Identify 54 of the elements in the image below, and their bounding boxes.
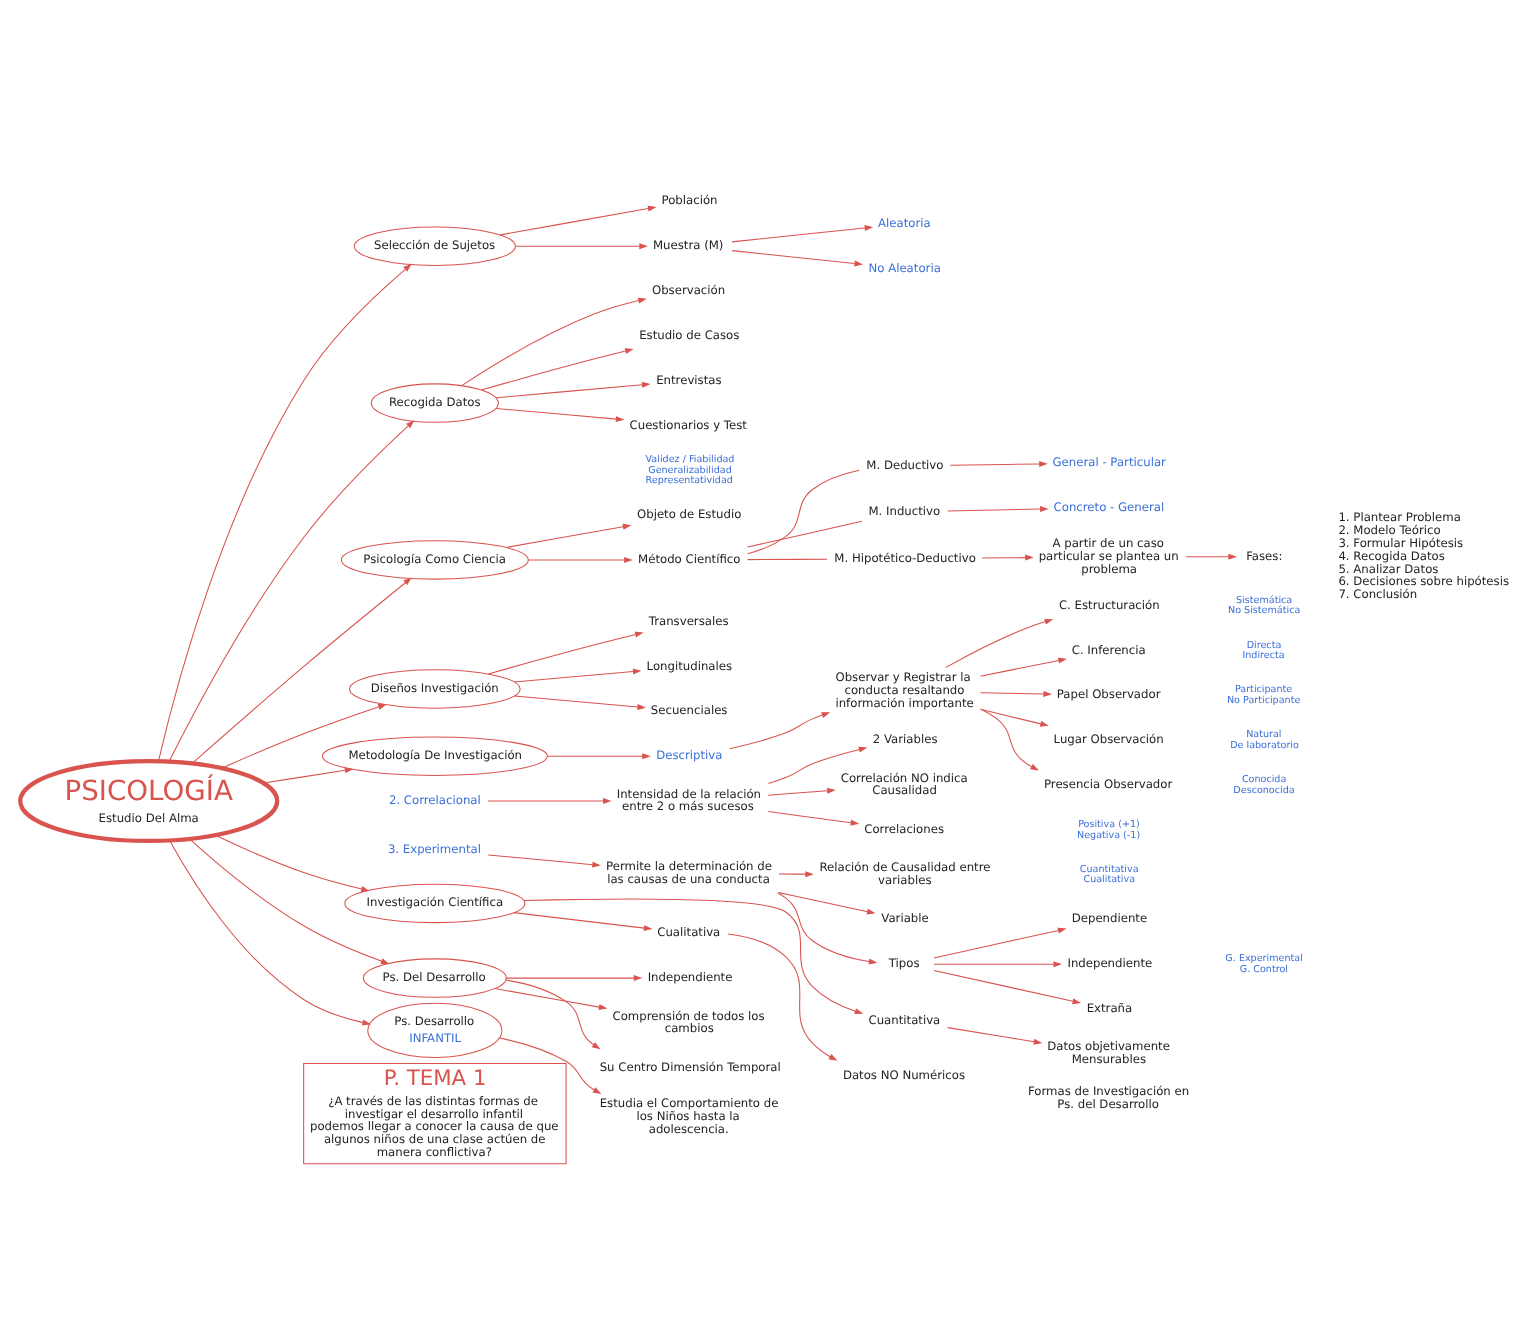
- connector: [747, 557, 828, 560]
- arrow: [546, 752, 651, 759]
- arrow: [191, 576, 412, 763]
- arrow: [505, 974, 643, 981]
- arrow: [947, 1026, 1043, 1044]
- arrow: [221, 703, 387, 768]
- arrow: [461, 296, 647, 386]
- arrow: [980, 707, 1039, 770]
- arrow: [494, 987, 608, 1010]
- arrow: [729, 711, 831, 749]
- connector: [747, 519, 863, 547]
- arrow: [949, 459, 1048, 466]
- arrow: [499, 204, 657, 235]
- arrow: [158, 262, 412, 761]
- arrow: [1185, 552, 1237, 559]
- arrow: [505, 522, 632, 547]
- connector: [747, 468, 860, 554]
- arrow: [947, 505, 1049, 512]
- arrow: [487, 797, 612, 803]
- arrow: [487, 853, 601, 867]
- arrow: [480, 347, 634, 390]
- arrow: [778, 870, 814, 877]
- arrow: [487, 630, 644, 674]
- arrow: [767, 810, 860, 825]
- arrow: [189, 837, 390, 964]
- arrow: [528, 555, 633, 562]
- arrow: [499, 1036, 602, 1093]
- arrow: [523, 897, 864, 1013]
- arrow: [495, 380, 651, 398]
- arrow: [168, 419, 415, 761]
- arrow: [981, 553, 1034, 560]
- arrow: [513, 667, 642, 682]
- arrow: [980, 690, 1052, 697]
- arrow: [767, 745, 868, 783]
- arrow: [215, 833, 370, 891]
- arrow: [515, 242, 648, 249]
- arrow: [933, 968, 1082, 1004]
- arrow: [727, 932, 838, 1060]
- arrow: [731, 224, 874, 242]
- arrow: [980, 656, 1067, 676]
- arrow: [777, 891, 878, 964]
- arrow: [933, 960, 1062, 967]
- arrow: [263, 766, 354, 783]
- arrow: [505, 978, 601, 1049]
- arrow: [933, 926, 1067, 958]
- arrow: [778, 891, 876, 914]
- arrow: [513, 694, 646, 709]
- arrow: [944, 617, 1054, 668]
- arrow: [767, 786, 836, 795]
- arrow: [495, 406, 625, 422]
- arrow: [513, 911, 653, 931]
- arrow: [731, 249, 864, 266]
- arrow: [980, 707, 1049, 726]
- arrow: [169, 839, 372, 1025]
